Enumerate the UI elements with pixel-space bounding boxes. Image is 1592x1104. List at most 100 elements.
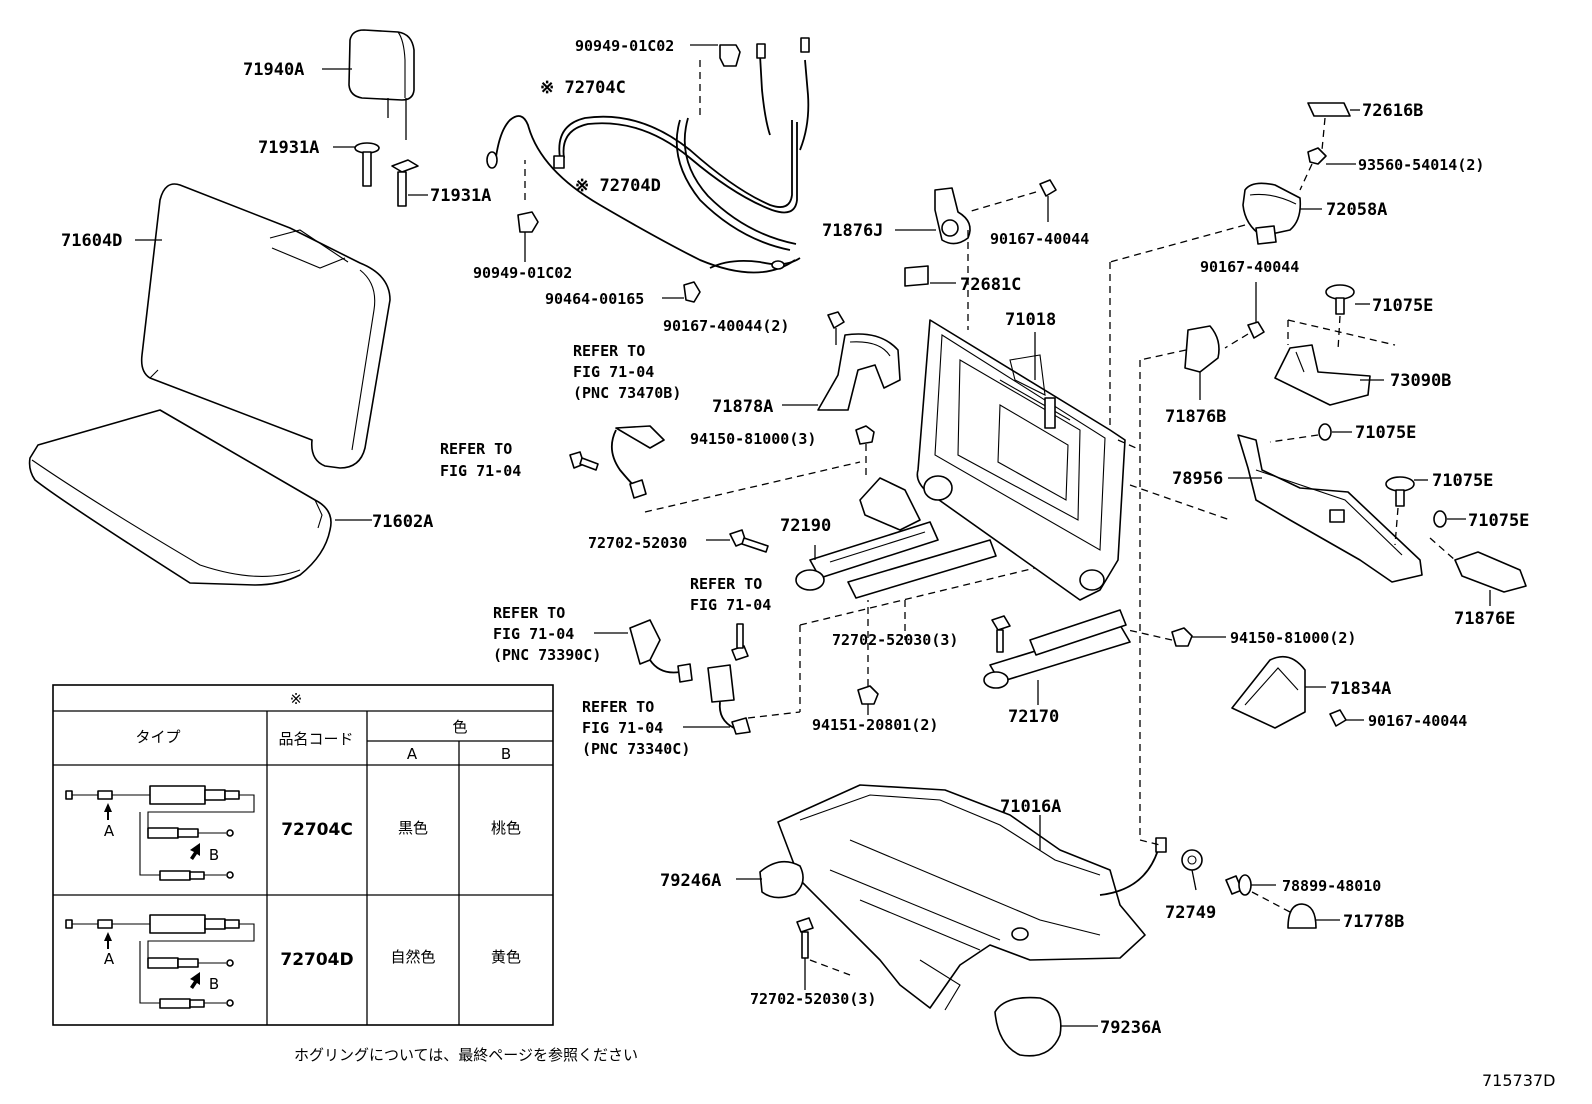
- label-94150-81000-x2: 94150-81000(2): [1230, 629, 1356, 647]
- nut-94150-81000-x2: [1127, 627, 1226, 647]
- seatbelt-buckle-73390C: [629, 619, 693, 683]
- table-header-col-a: A: [407, 745, 418, 763]
- cover-71876J: [895, 187, 971, 330]
- label-79236A: 79236A: [1100, 1018, 1161, 1038]
- label-72704C: ※ 72704C: [540, 78, 626, 98]
- table-title: ※: [290, 690, 303, 708]
- svg-text:(PNC 73340C): (PNC 73340C): [582, 740, 690, 758]
- refer-to-73470B: REFER TO FIG 71-04 (PNC 73470B): [573, 342, 681, 402]
- lower-bracket-left: [859, 477, 921, 531]
- bolt-refer-fig-71-04-b: [731, 623, 749, 661]
- table-row-1-color-a: 黒色: [398, 819, 428, 837]
- label-72702-52030-a: 72702-52030: [588, 534, 687, 552]
- bolt-93560-54014-x2: [1299, 147, 1356, 191]
- color-table: ※ タイプ 品名コード 色 A B A B: [52, 684, 554, 1026]
- label-71876E: 71876E: [1454, 609, 1515, 629]
- clip-71075E-3: [1385, 476, 1428, 546]
- svg-text:REFER TO: REFER TO: [573, 342, 645, 360]
- pad-79246A: [736, 860, 804, 899]
- label-71018: 71018: [1005, 310, 1056, 330]
- label-71931A-2: 71931A: [430, 186, 491, 206]
- refer-to-fig-71-04-a: REFER TO FIG 71-04: [440, 440, 521, 480]
- diagram-id: 715737D: [1482, 1071, 1555, 1090]
- bolt-72702-52030-a: [706, 529, 769, 553]
- seat-track-72170: [983, 609, 1131, 705]
- svg-text:REFER TO: REFER TO: [690, 575, 762, 593]
- clip-71075E-1: [1325, 284, 1370, 351]
- table-header-col-b: B: [501, 745, 511, 763]
- table-row-2-illustration: A B: [65, 914, 255, 1009]
- label-72749: 72749: [1165, 903, 1216, 923]
- label-93560-54014-x2: 93560-54014(2): [1358, 156, 1484, 174]
- cover-71876B: [1139, 325, 1220, 840]
- bolt-90167-40044-b: [1224, 282, 1265, 349]
- headrest-71940A: [322, 29, 415, 140]
- label-78899-48010: 78899-48010: [1282, 877, 1381, 895]
- label-71940A: 71940A: [243, 60, 304, 80]
- seat-track-72190: [795, 521, 997, 599]
- svg-text:A: A: [104, 822, 115, 840]
- label-90167-40044-x2: 90167-40044(2): [663, 317, 789, 335]
- seatbelt-buckle-73340C: [707, 664, 751, 735]
- label-72702-52030-x3-c: 72702-52030(3): [750, 990, 876, 1008]
- bushing-72749: [1181, 849, 1203, 891]
- bolt-refer-fig-71-04: [569, 451, 599, 471]
- svg-text:(PNC 73390C): (PNC 73390C): [493, 646, 601, 664]
- svg-text:B: B: [209, 975, 219, 993]
- label-71075E-3: 71075E: [1432, 471, 1493, 491]
- refer-to-fig-71-04-b: REFER TO FIG 71-04: [690, 575, 771, 614]
- cover-71834A: [1231, 655, 1326, 729]
- label-90167-40044-b: 90167-40044: [1200, 258, 1299, 276]
- clip-90464-00165: [662, 281, 701, 303]
- table-header-type: タイプ: [135, 728, 180, 746]
- label-72190: 72190: [780, 516, 831, 536]
- screw-78899-48010: [1225, 874, 1291, 913]
- svg-text:A: A: [104, 950, 115, 968]
- label-71604D: 71604D: [61, 231, 122, 251]
- nut-94150-81000-x3: [855, 425, 875, 480]
- label-94151-20801-x2: 94151-20801(2): [812, 716, 938, 734]
- label-71778B: 71778B: [1343, 912, 1404, 932]
- clip-71075E-4: [1433, 510, 1466, 528]
- seatback-frame-71018: [916, 319, 1126, 601]
- hog-ring-note: ホグリングについては、最終ページを参照ください: [294, 1046, 638, 1064]
- refer-to-73340C: REFER TO FIG 71-04 (PNC 73340C): [582, 698, 690, 758]
- label-72170: 72170: [1008, 707, 1059, 727]
- pad-79236A: [994, 996, 1098, 1057]
- table-row-1-code: 72704C: [281, 820, 353, 840]
- label-71075E-1: 71075E: [1372, 296, 1433, 316]
- label-90167-40044-c: 90167-40044: [1368, 712, 1467, 730]
- svg-text:REFER TO: REFER TO: [440, 440, 512, 458]
- label-90464-00165: 90464-00165: [545, 290, 644, 308]
- bolt-90167-40044-c: [1329, 709, 1364, 727]
- label-71931A-1: 71931A: [258, 138, 319, 158]
- svg-text:REFER TO: REFER TO: [582, 698, 654, 716]
- bolt-90167-40044-x2: [827, 311, 845, 345]
- bolt-90167-40044-a: [967, 179, 1057, 222]
- headrest-guide-71931A-left: [333, 142, 380, 187]
- bolt-72702-52030-x3-c: [796, 917, 851, 990]
- bolt-72702-52030-x3-b: [991, 615, 1011, 653]
- label-90949-01C02-bottom: 90949-01C02: [473, 264, 572, 282]
- label-90167-40044-a: 90167-40044: [990, 230, 1089, 248]
- label-78956: 78956: [1172, 469, 1223, 489]
- label-71876B: 71876B: [1165, 407, 1226, 427]
- label-71075E-2: 71075E: [1355, 423, 1416, 443]
- table-header-code: 品名コード: [278, 730, 353, 748]
- seat-frame-71016A: [777, 784, 1167, 1011]
- label-71876J: 71876J: [822, 221, 883, 241]
- svg-text:(PNC 73470B): (PNC 73470B): [573, 384, 681, 402]
- svg-text:FIG 71-04: FIG 71-04: [582, 719, 663, 737]
- cover-71876E: [1429, 537, 1527, 606]
- label-94150-81000-x3: 94150-81000(3): [690, 430, 816, 448]
- label-79246A: 79246A: [660, 871, 721, 891]
- bracket-73090B: [1274, 319, 1396, 406]
- label-72681C: 72681C: [960, 275, 1021, 295]
- bracket-72681C: [904, 265, 956, 287]
- clip-71075E-2: [1269, 423, 1352, 443]
- bracket-78956: [1228, 434, 1423, 583]
- table-row-1-color-b: 桃色: [491, 819, 521, 837]
- label-72702-52030-x3-b: 72702-52030(3): [832, 631, 958, 649]
- label-90949-01C02-top: 90949-01C02: [575, 37, 674, 55]
